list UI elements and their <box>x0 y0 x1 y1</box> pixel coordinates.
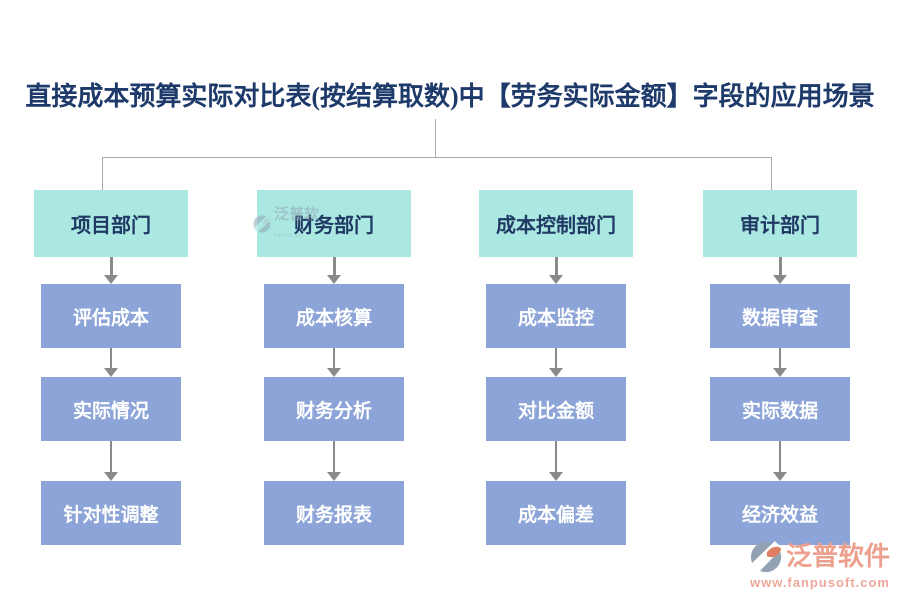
brand-url: www.fanpusoft.com <box>749 575 890 590</box>
dept-header-box: 项目部门 <box>34 190 188 257</box>
step-label: 成本偏差 <box>517 504 594 526</box>
dept-header-label: 项目部门 <box>71 215 151 237</box>
down-arrow-icon <box>327 441 341 481</box>
down-arrow-icon <box>104 441 118 481</box>
down-arrow-icon <box>549 348 563 377</box>
connector-drop-left <box>102 157 103 190</box>
dept-header-box: 审计部门 <box>703 190 857 257</box>
dept-header-box: 成本控制部门 <box>479 190 633 257</box>
column-cost-control-dept: 成本控制部门 成本监控 对比金额 成本偏差 <box>479 190 633 545</box>
down-arrow-icon <box>773 441 787 481</box>
step-box: 成本核算 <box>264 284 404 348</box>
step-box: 财务分析 <box>264 377 404 441</box>
down-arrow-icon <box>549 257 563 284</box>
down-arrow-icon <box>549 441 563 481</box>
step-box: 数据审查 <box>710 284 850 348</box>
step-label: 针对性调整 <box>63 504 159 526</box>
step-label: 对比金额 <box>517 400 594 422</box>
step-label: 经济效益 <box>741 504 818 526</box>
step-label: 成本监控 <box>517 307 594 329</box>
column-finance-dept: 财务部门 成本核算 财务分析 财务报表 <box>257 190 411 545</box>
step-box: 成本偏差 <box>486 481 626 545</box>
step-label: 实际数据 <box>741 400 818 422</box>
step-box: 成本监控 <box>486 284 626 348</box>
column-project-dept: 项目部门 评估成本 实际情况 针对性调整 <box>34 190 188 545</box>
connector-horizontal <box>102 157 772 158</box>
dept-header-label: 财务部门 <box>294 215 374 237</box>
step-box: 评估成本 <box>41 284 181 348</box>
down-arrow-icon <box>773 257 787 284</box>
down-arrow-icon <box>327 257 341 284</box>
connector-stem <box>435 119 436 157</box>
step-label: 财务分析 <box>295 400 372 422</box>
column-audit-dept: 审计部门 数据审查 实际数据 经济效益 <box>703 190 857 545</box>
step-label: 财务报表 <box>295 504 372 526</box>
down-arrow-icon <box>327 348 341 377</box>
step-label: 实际情况 <box>72 400 149 422</box>
connector-drop-right <box>771 157 772 190</box>
step-box: 实际情况 <box>41 377 181 441</box>
dept-header-label: 成本控制部门 <box>496 215 616 237</box>
step-box: 实际数据 <box>710 377 850 441</box>
dept-header-box: 财务部门 <box>257 190 411 257</box>
fanpu-logo-icon <box>749 541 782 573</box>
down-arrow-icon <box>104 348 118 377</box>
step-box: 对比金额 <box>486 377 626 441</box>
down-arrow-icon <box>773 348 787 377</box>
dept-header-label: 审计部门 <box>740 215 820 237</box>
brand-name: 泛普软件 <box>785 542 890 571</box>
step-label: 评估成本 <box>72 307 149 329</box>
step-label: 成本核算 <box>295 307 372 329</box>
step-box: 经济效益 <box>710 481 850 545</box>
fanpu-logo: 泛普软件 www.fanpusoft.com <box>749 541 890 590</box>
down-arrow-icon <box>104 257 118 284</box>
step-box: 财务报表 <box>264 481 404 545</box>
step-box: 针对性调整 <box>41 481 181 545</box>
page-title: 直接成本预算实际对比表(按结算取数)中【劳务实际金额】字段的应用场景 <box>25 82 875 111</box>
step-label: 数据审查 <box>741 307 818 329</box>
